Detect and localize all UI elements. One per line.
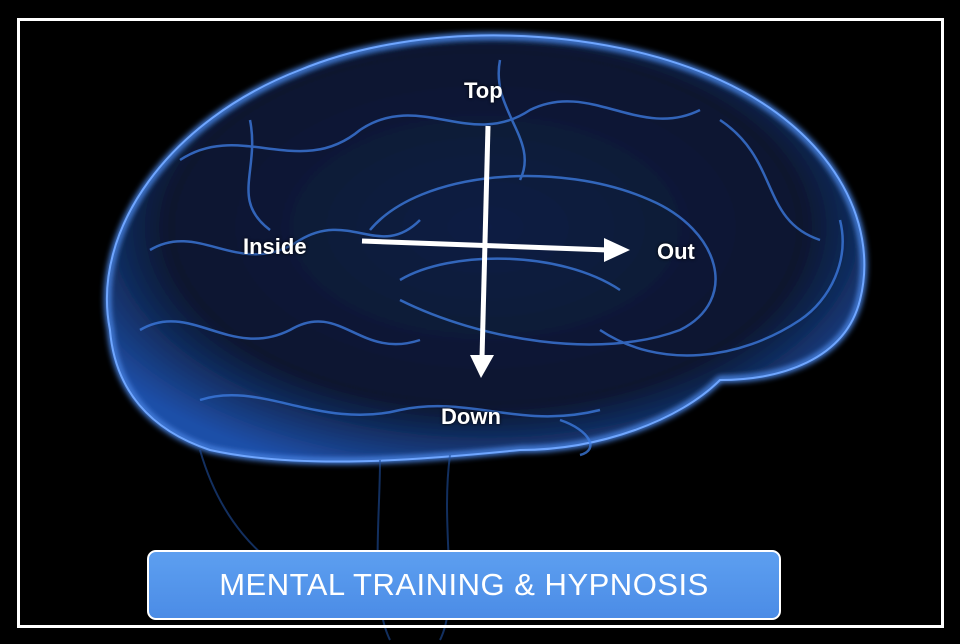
direction-arrows (361, 125, 630, 378)
vertical-arrow (479, 125, 491, 359)
brain-folds (139, 59, 844, 457)
slide-frame (17, 18, 944, 628)
down-arrowhead (470, 355, 494, 378)
out-arrowhead (604, 238, 630, 262)
label-out: Out (657, 239, 695, 264)
label-top: Top (464, 78, 503, 103)
horizontal-arrow (361, 238, 609, 253)
label-down: Down (441, 404, 501, 429)
label-inside: Inside (243, 234, 307, 259)
title-banner: MENTAL TRAINING & HYPNOSIS (147, 550, 781, 620)
